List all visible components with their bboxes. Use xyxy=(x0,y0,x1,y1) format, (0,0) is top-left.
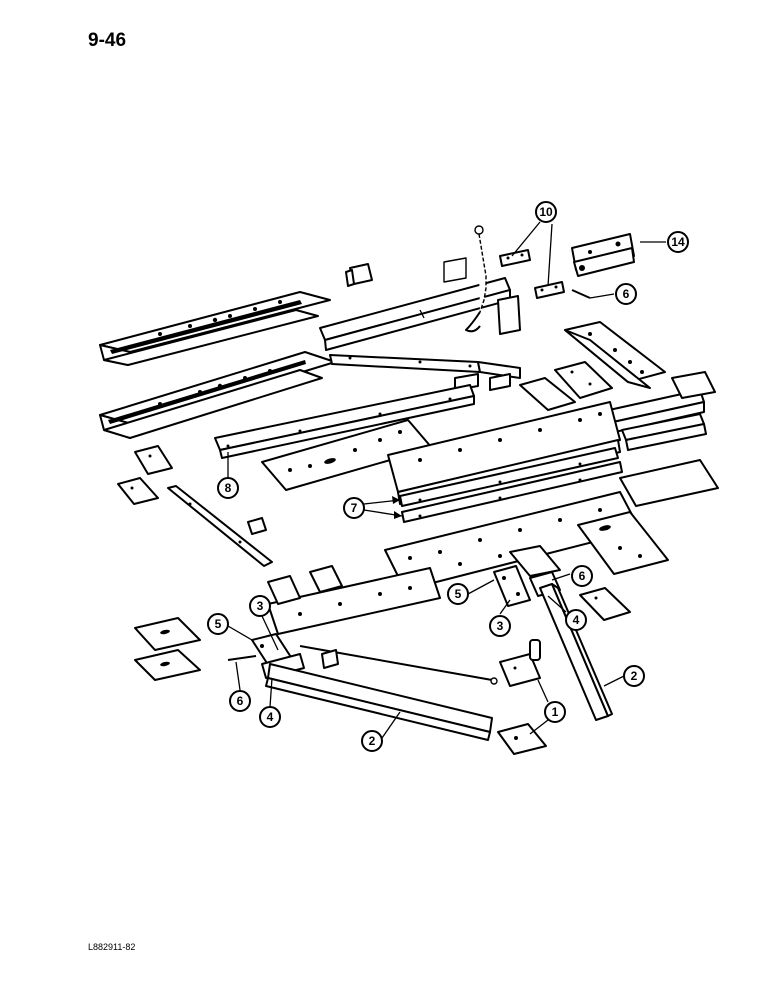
svg-text:14: 14 xyxy=(671,235,685,249)
rear-channel-lower xyxy=(621,413,707,451)
right-plate-upper xyxy=(564,321,666,389)
right-plate-small xyxy=(554,361,613,399)
callout-7: 7 xyxy=(343,497,365,519)
svg-text:1: 1 xyxy=(552,705,559,719)
right-hinge xyxy=(493,565,561,607)
rear-channel-upper xyxy=(599,371,716,435)
hook-chain xyxy=(465,225,487,333)
small-clip-center xyxy=(321,649,339,669)
callout-4-left: 4 xyxy=(259,706,281,728)
upper-brace-bar xyxy=(329,354,521,391)
rail-8 xyxy=(214,384,475,459)
right-plate-lower xyxy=(577,511,669,575)
svg-text:4: 4 xyxy=(573,613,580,627)
left-clip xyxy=(247,517,267,535)
rear-long-plate xyxy=(619,459,719,507)
svg-text:3: 3 xyxy=(257,599,264,613)
callout-8: 8 xyxy=(217,477,239,499)
right-small-plate xyxy=(579,587,631,621)
left-small-bracket-b xyxy=(117,477,159,505)
callout-4-right: 4 xyxy=(565,609,587,631)
left-lower-plate xyxy=(267,567,441,635)
hinge-assembly-14 xyxy=(571,233,635,277)
small-bracket-10a xyxy=(499,249,531,267)
callout-6-top: 6 xyxy=(615,283,637,305)
callout-6-right: 6 xyxy=(571,565,593,587)
small-clip-top xyxy=(345,263,373,287)
callout-14: 14 xyxy=(667,231,689,253)
left-lower-brackets xyxy=(267,565,343,605)
svg-text:5: 5 xyxy=(455,587,462,601)
angle-panel-second xyxy=(99,351,336,439)
left-end-plate-lower xyxy=(134,649,201,681)
svg-text:2: 2 xyxy=(631,669,638,683)
callout-7-arrowheads xyxy=(392,496,402,519)
callout-3-right: 3 xyxy=(489,615,511,637)
u-bolt xyxy=(443,257,467,283)
small-bracket-10b xyxy=(534,281,565,299)
drawing-code: L882911-82 xyxy=(88,942,136,952)
callout-2-left: 2 xyxy=(361,730,383,752)
left-small-bracket-a xyxy=(134,445,173,475)
left-pin-6 xyxy=(227,655,257,661)
pin-bracket-1 xyxy=(499,639,541,687)
plate-1-lower xyxy=(497,723,547,755)
svg-text:7: 7 xyxy=(351,501,358,515)
svg-text:3: 3 xyxy=(497,619,504,633)
leader-lines xyxy=(227,221,666,739)
svg-text:5: 5 xyxy=(215,617,222,631)
svg-text:4: 4 xyxy=(267,710,274,724)
hook-bracket-plate xyxy=(497,295,521,335)
svg-text:6: 6 xyxy=(237,694,244,708)
left-end-plate-upper xyxy=(134,617,201,651)
page-number: 9-46 xyxy=(88,30,127,51)
callout-10: 10 xyxy=(535,201,557,223)
left-diagonal-bar xyxy=(167,485,273,567)
callout-1: 1 xyxy=(544,701,566,723)
callout-5-left: 5 xyxy=(207,613,229,635)
svg-text:6: 6 xyxy=(579,569,586,583)
callout-5-right: 5 xyxy=(447,583,469,605)
angle-panel-top xyxy=(99,291,331,366)
rails-7 xyxy=(399,447,623,523)
pin-6-top xyxy=(571,289,591,299)
svg-text:10: 10 xyxy=(539,205,553,219)
callout-3-left: 3 xyxy=(249,595,271,617)
callout-6-left: 6 xyxy=(229,690,251,712)
arm-2-left xyxy=(265,663,493,741)
svg-text:8: 8 xyxy=(225,481,232,495)
callout-2-right: 2 xyxy=(623,665,645,687)
right-bracket-6 xyxy=(509,545,561,577)
svg-text:2: 2 xyxy=(369,734,376,748)
svg-text:6: 6 xyxy=(623,287,630,301)
angle-bracket-mid xyxy=(519,377,576,411)
